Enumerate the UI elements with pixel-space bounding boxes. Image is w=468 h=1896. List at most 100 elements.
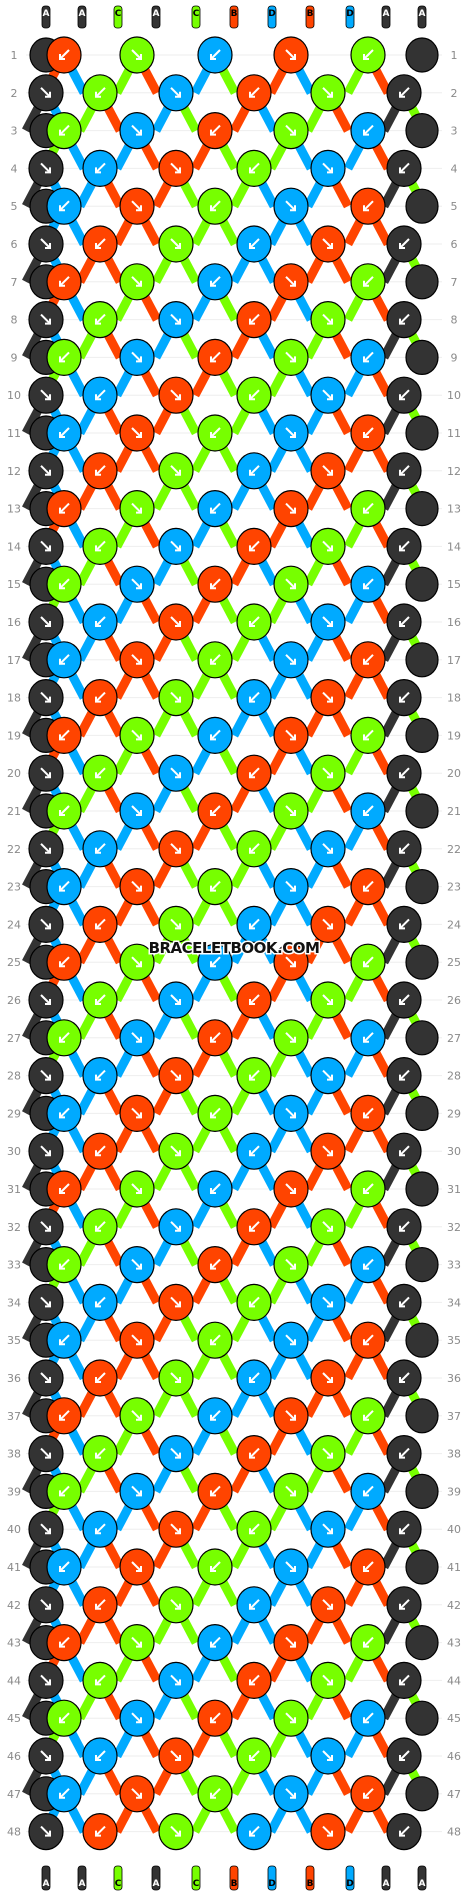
knot: [158, 603, 194, 641]
knot: [386, 301, 422, 339]
row-number: 9: [11, 351, 18, 364]
edge-loop: [405, 944, 439, 980]
row-number: 17: [7, 654, 21, 667]
knot: [236, 905, 272, 944]
knot: [46, 187, 82, 225]
knot: [158, 1661, 194, 1700]
row-number: 28: [447, 1070, 461, 1083]
row-number: 43: [447, 1637, 461, 1650]
knot: [197, 1699, 233, 1737]
arrow-icon: [249, 1599, 260, 1610]
arrow-icon: [249, 994, 260, 1005]
arrow-icon: [285, 1107, 296, 1119]
arrow-icon: [95, 1069, 106, 1081]
arrow-icon: [40, 1447, 51, 1459]
arrow-icon: [285, 1032, 296, 1043]
arrow-icon: [322, 691, 333, 703]
arrow-icon: [210, 1107, 221, 1119]
knot: [82, 1812, 118, 1851]
arrow-icon: [399, 1221, 410, 1232]
arrow-icon: [131, 805, 142, 816]
row-number: 43: [7, 1637, 21, 1650]
knot: [273, 112, 309, 150]
knot: [158, 452, 194, 490]
arrow-icon: [249, 1372, 260, 1383]
knot: [236, 376, 272, 414]
knot: [82, 527, 118, 566]
knot: [28, 74, 64, 112]
arrow-icon: [399, 1599, 410, 1610]
row-number: 48: [7, 1826, 21, 1839]
strand-label: D: [346, 9, 353, 19]
knot: [82, 981, 118, 1019]
knot: [273, 1623, 309, 1662]
knot: [386, 1661, 422, 1700]
arrow-icon: [95, 1825, 106, 1837]
row-number: 19: [7, 729, 21, 742]
knot: [28, 1359, 64, 1397]
edge-loop: [405, 264, 439, 300]
arrow-icon: [210, 1258, 221, 1270]
knot: [310, 1586, 346, 1624]
arrow-icon: [40, 1825, 51, 1837]
arrow-icon: [249, 389, 260, 401]
arrow-icon: [170, 1750, 181, 1761]
arrow-icon: [363, 502, 374, 514]
knot: [310, 1661, 346, 1700]
row-number: 16: [447, 616, 461, 629]
row-number: 45: [447, 1712, 461, 1725]
strand-end: [113, 1865, 123, 1891]
arrow-icon: [322, 87, 333, 98]
knot: [82, 1586, 118, 1624]
knot: [350, 1245, 386, 1284]
arrow-icon: [322, 616, 333, 627]
strand-start: [229, 5, 239, 29]
arrow-icon: [95, 313, 106, 325]
knot: [386, 603, 422, 641]
knot: [46, 36, 82, 74]
knot: [28, 830, 64, 868]
arrow-icon: [210, 427, 221, 438]
arrow-icon: [40, 540, 51, 552]
knot: [158, 905, 194, 944]
arrow-icon: [170, 1674, 181, 1686]
knot: [386, 1132, 422, 1170]
knot: [236, 1661, 272, 1700]
arrow-icon: [399, 1069, 410, 1081]
arrow-icon: [363, 578, 374, 590]
arrow-icon: [399, 465, 410, 476]
knot: [28, 301, 64, 339]
arrow-icon: [59, 1561, 70, 1572]
arrow-icon: [170, 1825, 181, 1837]
edge-loop: [405, 491, 439, 527]
knot: [310, 452, 346, 490]
knot: [197, 187, 233, 225]
knot: [273, 867, 309, 906]
knot: [119, 1094, 155, 1133]
strand-label: A: [383, 1879, 390, 1889]
arrow-icon: [40, 87, 51, 98]
arrow-icon: [363, 1334, 374, 1346]
arrow-icon: [40, 238, 51, 249]
arrow-icon: [322, 1750, 333, 1761]
arrow-icon: [322, 540, 333, 552]
arrow-icon: [210, 1788, 221, 1799]
knot: [236, 1510, 272, 1548]
row-number: 45: [7, 1712, 21, 1725]
arrow-icon: [249, 843, 260, 854]
knot: [386, 452, 422, 490]
arrow-icon: [249, 1750, 260, 1761]
arrow-icon: [170, 1221, 181, 1232]
knot: [310, 981, 346, 1019]
arrow-icon: [210, 200, 221, 212]
arrow-icon: [249, 918, 260, 930]
arrow-icon: [170, 465, 181, 476]
knot: [197, 338, 233, 376]
knot: [350, 414, 386, 452]
knot: [119, 338, 155, 376]
knot-grid: [28, 36, 439, 1851]
row-number: 38: [447, 1448, 461, 1461]
knot: [236, 678, 272, 717]
arrow-icon: [322, 465, 333, 476]
